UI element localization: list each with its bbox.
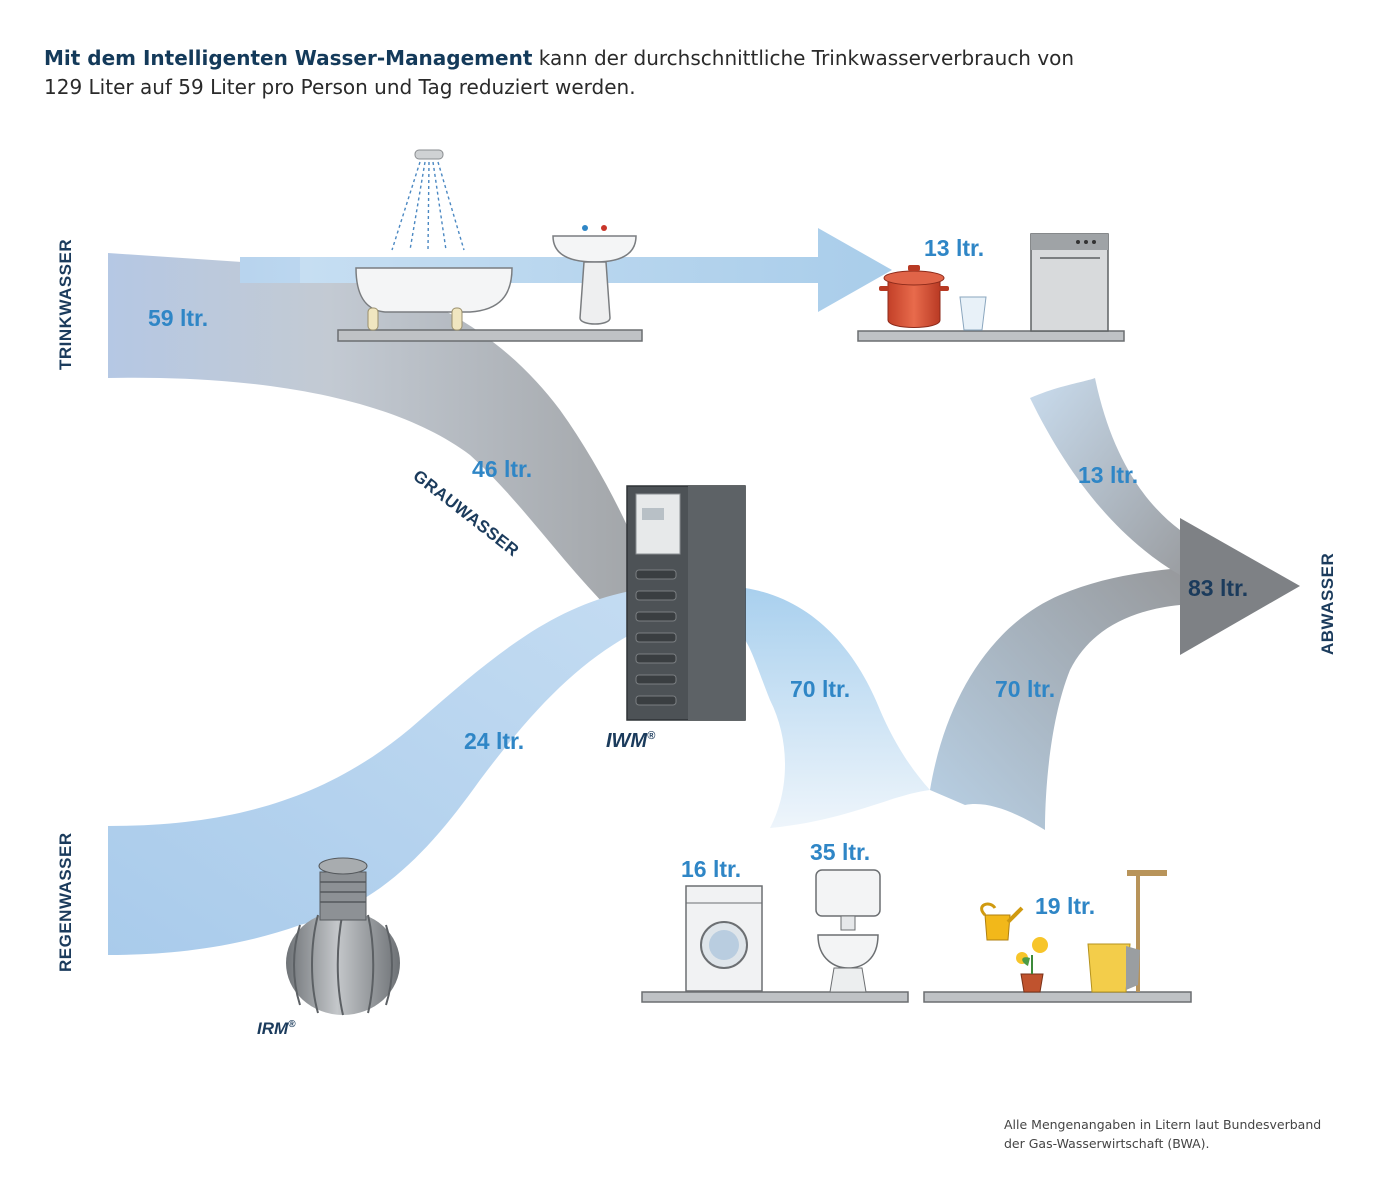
trinkwasser-to-grauwasser-flow [108, 253, 660, 612]
kitchen-shelf [857, 330, 1125, 342]
label-abwasser: ABWASSER [1318, 553, 1337, 655]
amount-trinkwasser: 59 ltr. [148, 305, 208, 331]
dishwasher-icon [1030, 233, 1109, 332]
brand-irm: IRM® [257, 1019, 296, 1038]
iwm-unit-icon [626, 485, 746, 721]
amount-regenwasser: 24 ltr. [464, 728, 524, 754]
amount-iwm-output: 70 ltr. [790, 676, 850, 702]
washing-machine-icon [685, 885, 763, 992]
bathtub-icon [355, 267, 513, 331]
amount-toilet: 35 ltr. [810, 839, 870, 865]
kitchen-to-abwasser-flow [1030, 378, 1180, 575]
footnote: Alle Mengenangaben in Litern laut Bundes… [1004, 1117, 1322, 1151]
intro-text: Mit dem Intelligenten Wasser-Management … [44, 44, 1104, 102]
flower-pot-icon [1016, 937, 1048, 993]
watering-can-icon [980, 902, 1024, 941]
laundry-shelf [641, 991, 909, 1003]
intro-highlight: Mit dem Intelligenten Wasser-Management [44, 46, 533, 70]
amount-kitchen: 13 ltr. [924, 235, 984, 261]
toilet-icon [815, 869, 881, 993]
shower-icon [391, 149, 465, 251]
abwasser-arrow [1180, 518, 1300, 655]
amount-abwasser-kitchen: 13 ltr. [1078, 462, 1138, 488]
label-trinkwasser: TRINKWASSER [56, 239, 75, 370]
amount-grauwasser: 46 ltr. [472, 456, 532, 482]
amount-garden-cleaning: 19 ltr. [1035, 893, 1095, 919]
washbasin-icon [552, 225, 637, 325]
brand-iwm: IWM® [606, 730, 656, 752]
reuse-to-abwasser-flow [930, 568, 1180, 830]
amount-abwasser-total: 83 ltr. [1188, 575, 1248, 601]
glass-icon [959, 296, 987, 331]
amount-washing-machine: 16 ltr. [681, 856, 741, 882]
irm-tank-icon [286, 857, 400, 1016]
label-regenwasser: REGENWASSER [56, 832, 75, 972]
amount-abwasser-reuse: 70 ltr. [995, 676, 1055, 702]
regenwasser-flow [108, 588, 660, 955]
bathroom-shelf [337, 329, 643, 342]
intro-rest: kann der durchschnittliche Trinkwasserve… [44, 46, 1075, 99]
iwm-output-flow [745, 588, 930, 828]
bucket-mop-icon [1087, 870, 1167, 993]
garden-shelf [923, 991, 1192, 1003]
pot-icon [879, 265, 949, 328]
